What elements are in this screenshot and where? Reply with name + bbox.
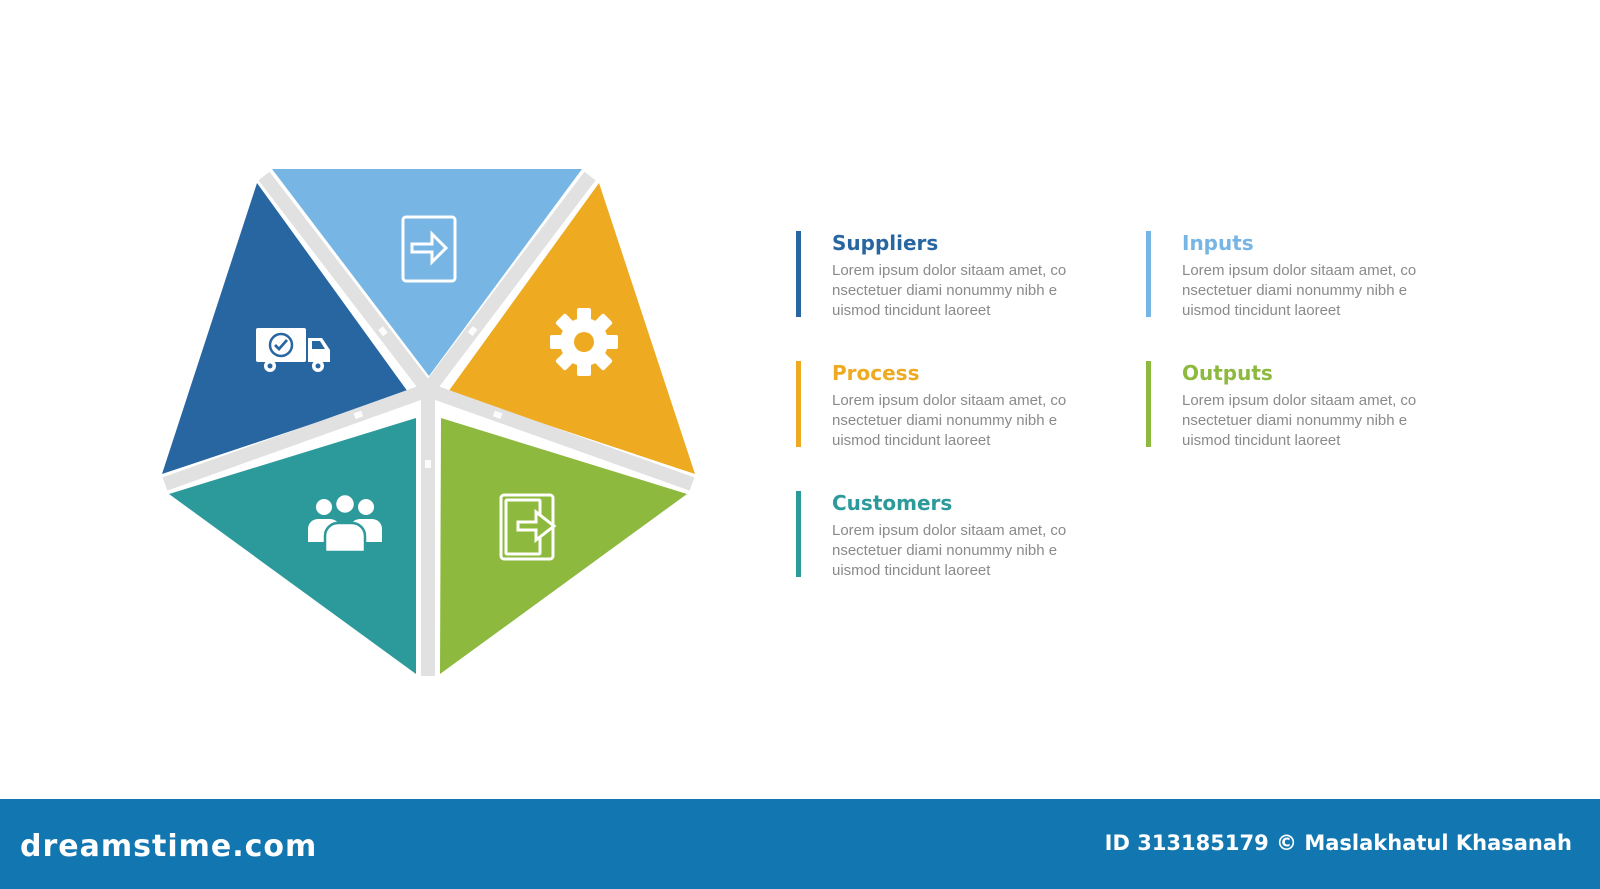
footer-bar: dreamstime.com ID 313185179 © Maslakhatu… [0,799,1600,889]
separator-line [425,383,695,491]
description-line: uismod tincidunt laoreet [1182,302,1341,319]
legend-title: Customers [832,491,953,515]
gear-icon [550,308,618,376]
segment-inputs [272,169,582,376]
legend-title: Process [832,361,920,385]
legend-title: Outputs [1182,361,1273,385]
legend-bar [796,361,801,447]
segment-separators [162,171,695,676]
legend-description: Lorem ipsum dolor sitaam amet, co nsecte… [1182,261,1452,321]
separator-line [422,171,596,395]
description-line: nsectetuer diami nonummy nibh e [832,542,1058,559]
description-line: Lorem ipsum dolor sitaam amet, co [1182,392,1417,409]
sipoc-pentagon-diagram [162,169,695,676]
legend-bar [796,231,801,317]
description-line: nsectetuer diami nonummy nibh e [1182,282,1408,299]
legend-description: Lorem ipsum dolor sitaam amet, co nsecte… [832,261,1102,321]
description-line: Lorem ipsum dolor sitaam amet, co [832,522,1067,539]
sign-in-door-icon [401,215,457,283]
description-line: nsectetuer diami nonummy nibh e [832,282,1058,299]
legend-description: Lorem ipsum dolor sitaam amet, co nsecte… [1182,391,1452,451]
legend-bar [796,491,801,577]
description-line: Lorem ipsum dolor sitaam amet, co [832,392,1067,409]
brand-logo-text[interactable]: dreamstime.com [20,829,318,864]
legend-title: Suppliers [832,231,939,255]
description-line: Lorem ipsum dolor sitaam amet, co [832,262,1067,279]
description-line: Lorem ipsum dolor sitaam amet, co [1182,262,1417,279]
description-line: uismod tincidunt laoreet [832,302,991,319]
legend-bar [1146,231,1151,317]
legend-bar [1146,361,1151,447]
separator-line [258,171,434,395]
separator-line [162,383,431,491]
truck-check-icon [256,328,330,372]
segment-icons [256,215,618,561]
description-line: uismod tincidunt laoreet [832,432,991,449]
description-line: uismod tincidunt laoreet [1182,432,1341,449]
legend-title: Inputs [1182,231,1254,255]
legend-description: Lorem ipsum dolor sitaam amet, co nsecte… [832,391,1102,451]
image-credit: ID 313185179 © Maslakhatul Khasanah [1104,831,1572,855]
segment-outputs [440,418,687,674]
description-line: uismod tincidunt laoreet [832,562,991,579]
sign-out-door-icon [499,493,557,561]
people-group-icon [308,492,382,554]
description-line: nsectetuer diami nonummy nibh e [832,412,1058,429]
description-line: nsectetuer diami nonummy nibh e [1182,412,1408,429]
legend-description: Lorem ipsum dolor sitaam amet, co nsecte… [832,521,1102,581]
segment-customers [169,418,416,674]
